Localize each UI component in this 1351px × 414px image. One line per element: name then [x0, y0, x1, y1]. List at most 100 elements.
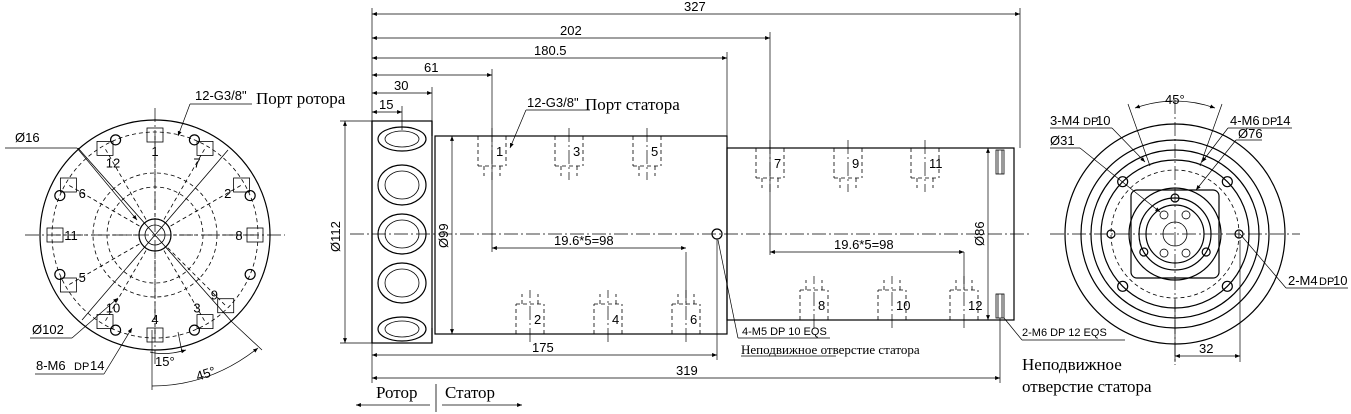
- port-number: 1: [151, 144, 158, 159]
- port-number: 6: [79, 186, 86, 201]
- port-box: [196, 314, 214, 330]
- port-number: 4: [151, 312, 158, 327]
- stator-port-code: 12-G3/8": [527, 95, 579, 110]
- bolt-hole: [54, 189, 66, 202]
- port-box: [59, 177, 77, 193]
- m5-note: 4-M5 DP 10 EQS: [742, 326, 827, 338]
- port-box: [46, 227, 64, 243]
- bolt-hole: [244, 268, 256, 281]
- stator-port-text: Порт статора: [585, 95, 680, 114]
- port-number: 11: [64, 228, 78, 243]
- m4-top-depth: 10: [1096, 113, 1110, 128]
- port-box: [146, 127, 164, 143]
- stator-port-number: 4: [612, 312, 619, 327]
- m4-hole: [1170, 193, 1180, 203]
- dim-30: 30: [394, 78, 408, 93]
- stator-port-number: 5: [651, 144, 658, 159]
- dim-d16: Ø16: [15, 130, 40, 145]
- fixed-hole-2a: Неподвижное: [1022, 355, 1122, 374]
- dim-d31: Ø31: [1050, 133, 1075, 148]
- dim-d102: Ø102: [32, 322, 64, 337]
- rotor-port-outer: [377, 164, 427, 206]
- m6-hole: [1221, 280, 1233, 292]
- stator-port-number: 12: [968, 298, 982, 313]
- port-box: [196, 140, 214, 156]
- port-box: [96, 314, 114, 330]
- dim-15: 15: [379, 97, 393, 112]
- m4-hole: [1139, 247, 1149, 257]
- stator-port-number: 9: [852, 156, 859, 171]
- angle-45-right: 45°: [1165, 92, 1185, 107]
- port-number: 8: [235, 228, 242, 243]
- rotor-port-code: 12-G3/8": [195, 88, 247, 103]
- pitch-left: 19.6*5=98: [554, 233, 614, 248]
- rotor-port-inner: [384, 170, 420, 200]
- angle-15: 15°: [155, 354, 175, 369]
- bolt-hole: [244, 189, 256, 202]
- dim-d86: Ø86: [972, 221, 987, 246]
- dim-327: 327: [684, 0, 706, 14]
- dim-d76: Ø76: [1238, 126, 1263, 141]
- port-number: 2: [224, 186, 231, 201]
- label-rotor: Ротор: [376, 383, 418, 402]
- m4-hole: [1201, 247, 1211, 257]
- m6-left-dp: DP: [74, 361, 89, 373]
- dim-61: 61: [424, 60, 438, 75]
- m6-top-dp: DP: [1262, 116, 1277, 128]
- m6-left-code: 8-M6: [36, 358, 66, 373]
- dim-175: 175: [532, 340, 554, 355]
- m4-right-code: 2-M4: [1288, 273, 1318, 288]
- bolt-hole: [109, 134, 122, 146]
- bolt-hole: [109, 324, 122, 336]
- stator-port-number: 6: [690, 312, 697, 327]
- port-box: [146, 327, 164, 343]
- stator-port-number: 7: [774, 156, 781, 171]
- inner-hole: [1181, 210, 1191, 220]
- dim-d99: Ø99: [436, 223, 451, 248]
- dim-d112: Ø112: [328, 221, 343, 252]
- stator-port-number: 11: [929, 156, 943, 171]
- stator-port-number: 1: [496, 144, 503, 159]
- rotor-port-inner: [384, 268, 420, 298]
- m6-hole: [1221, 176, 1233, 188]
- m6-right-note: 2-M6 DP 12 EQS: [1022, 327, 1107, 339]
- bolt-hole: [188, 324, 201, 336]
- port-box: [233, 177, 251, 193]
- dim-319: 319: [676, 363, 698, 378]
- m6-hole: [1117, 280, 1129, 292]
- m6-top-code: 4-M6: [1230, 113, 1260, 128]
- rotor-port-outer: [377, 262, 427, 304]
- rotor-port-inner: [384, 320, 420, 338]
- m4-right-depth: 10: [1333, 273, 1347, 288]
- m4-side-hole: [1106, 229, 1116, 239]
- port-number: 9: [211, 287, 218, 302]
- angle-45-left: 45°: [194, 363, 217, 383]
- port-number: 12: [106, 155, 120, 170]
- fixed-hole-1: Неподвижное отверстие статора: [741, 342, 920, 357]
- m4-top-dp: DP: [1083, 116, 1098, 128]
- stator-port-number: 10: [896, 298, 910, 313]
- right-end-view: 45° 3-M4 DP 10 Ø31 4-M6 DP 14 Ø76 2-M4 D…: [1050, 92, 1348, 365]
- stator-port-number: 3: [573, 144, 580, 159]
- m4-right-dp: DP: [1319, 276, 1334, 288]
- port-box: [217, 298, 235, 314]
- m4-side-hole: [1234, 229, 1244, 239]
- side-view: 1 3 5 7 9 11 2 4 6 8 10 12 327 202 180.5 61 30 15 1…: [328, 0, 1152, 412]
- rotor-port-outer: [377, 316, 427, 342]
- rotor-port-inner: [384, 130, 420, 148]
- bolt-hole: [188, 134, 201, 146]
- dim-180-5: 180.5: [534, 43, 567, 58]
- label-stator: Статор: [445, 383, 495, 402]
- rotor-port-text: Порт ротора: [256, 89, 346, 108]
- dim-32: 32: [1199, 341, 1213, 356]
- m6-left-depth: 14: [90, 358, 104, 373]
- port-number: 5: [79, 270, 86, 285]
- port-box: [96, 140, 114, 156]
- bolt-hole: [54, 268, 66, 281]
- stator-port-number: 8: [818, 298, 825, 313]
- dim-202: 202: [560, 23, 582, 38]
- stator-port-number: 2: [534, 312, 541, 327]
- inner-hole: [1159, 248, 1169, 258]
